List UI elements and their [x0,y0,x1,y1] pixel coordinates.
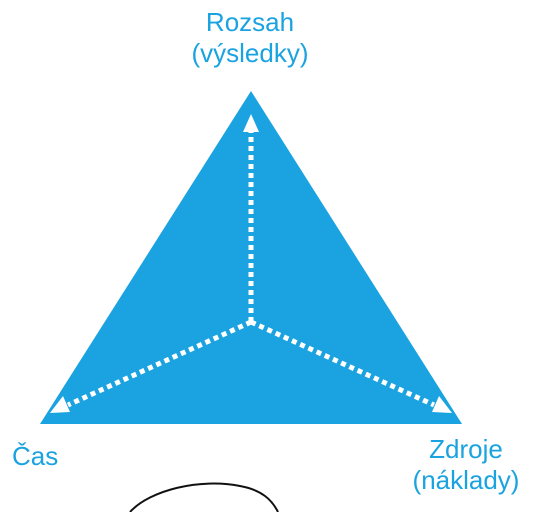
vertex-label-scope-subtitle: (výsledky) [191,38,309,68]
vertex-label-resources: Zdroje (náklady) [392,434,540,496]
vertex-label-scope-title: Rozsah [205,7,295,37]
arrow-left-head [50,396,70,413]
arrow-left-line [66,319,253,408]
vertex-label-scope: Rozsah (výsledky) [150,7,350,69]
vertex-label-time-title: Čas [12,441,59,471]
vertex-label-resources-subtitle: (náklady) [412,465,520,495]
vertex-label-time: Čas [12,441,58,472]
arrows-group [50,114,452,413]
arrow-right-line [249,319,436,408]
arrow-right-head [432,396,452,413]
arrow-up-head [243,114,259,132]
partial-curve-shape [129,482,279,512]
vertex-label-resources-title: Zdroje [429,434,503,464]
